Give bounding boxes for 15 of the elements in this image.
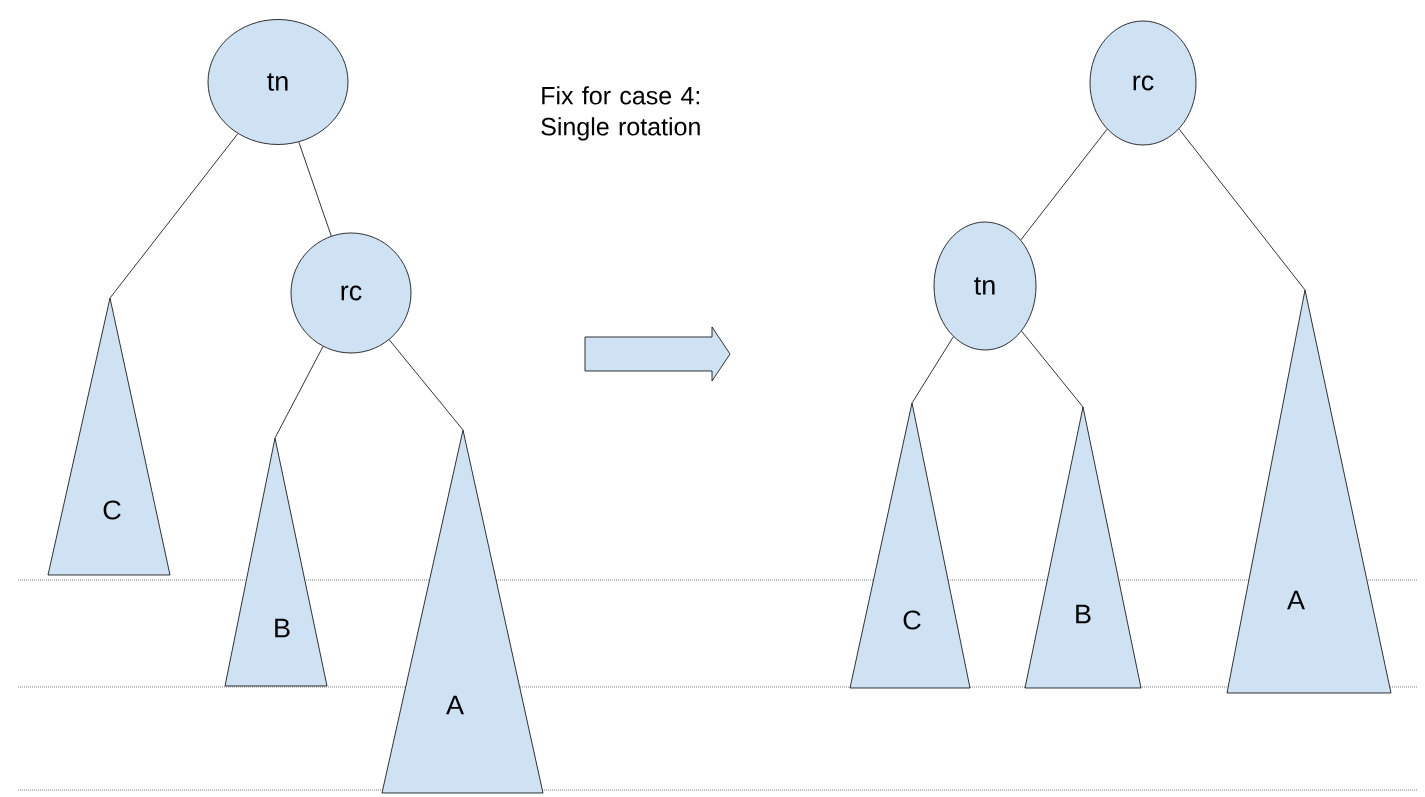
tree-edge [911, 336, 954, 404]
subtree-triangle: C [47, 297, 171, 576]
tree-edge [109, 133, 239, 299]
tree-edge [298, 141, 332, 237]
subtree-triangle: A [1226, 289, 1392, 694]
tree-edge [1020, 128, 1108, 241]
tree-edge [274, 346, 324, 439]
tree-edge [1178, 128, 1306, 291]
caption-text: Fix for case 4: Single rotation [541, 86, 700, 141]
subtree-triangle: B [224, 437, 328, 687]
tree-edge [1021, 330, 1084, 408]
subtree-triangle: A [381, 429, 544, 794]
subtree-triangle: C [849, 402, 971, 689]
tree-edge [388, 339, 464, 431]
subtree-triangle: B [1024, 406, 1142, 689]
